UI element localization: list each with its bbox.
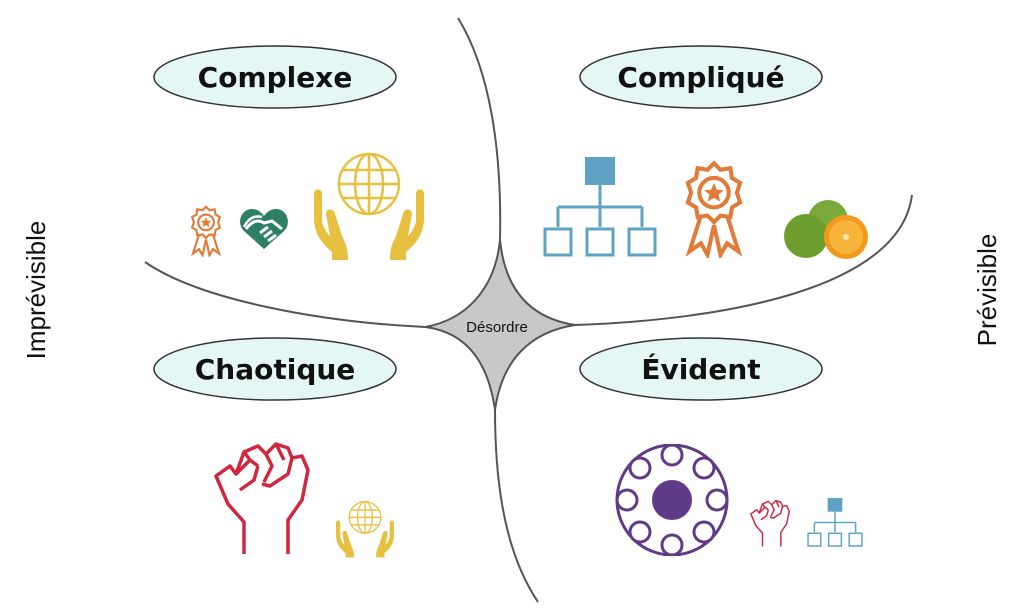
complex-label: Complexe xyxy=(198,61,353,94)
boundary-left xyxy=(144,261,426,328)
domain-boundaries xyxy=(144,17,913,603)
complex-ellipse xyxy=(153,45,397,109)
domain-complicated-header: Compliqué xyxy=(579,45,823,109)
boundary-top xyxy=(457,17,502,241)
hands-globe-icon xyxy=(335,500,395,558)
hands-globe-icon xyxy=(312,152,426,260)
predictable-label: Prévisible xyxy=(972,234,1002,347)
raised-fist-icon xyxy=(214,442,310,556)
domain-complex-header: Complexe xyxy=(153,45,397,109)
hierarchy-icon xyxy=(807,497,863,547)
domain-chaotic-header: Chaotique xyxy=(153,337,397,401)
unpredictable-label: Imprévisible xyxy=(21,221,51,360)
chaotic-ellipse xyxy=(153,337,397,401)
obvious-label: Évident xyxy=(641,352,760,386)
boundary-bottom xyxy=(494,409,539,603)
domain-obvious-header: Évident xyxy=(579,337,823,401)
complicated-ellipse xyxy=(579,45,823,109)
network-icon xyxy=(615,444,729,556)
chaotic-label: Chaotique xyxy=(195,353,356,386)
disorder-shape xyxy=(424,239,576,411)
complicated-label: Compliqué xyxy=(617,61,784,94)
obvious-ellipse xyxy=(579,337,823,401)
disorder-label: Désordre xyxy=(466,319,528,336)
award-icon xyxy=(191,205,221,257)
hierarchy-icon xyxy=(543,155,657,257)
oranges-icon xyxy=(784,200,868,259)
award-icon xyxy=(688,163,740,254)
raised-fist-icon xyxy=(750,499,790,548)
handshake-heart-icon xyxy=(238,207,290,251)
boundary-right xyxy=(574,194,913,326)
